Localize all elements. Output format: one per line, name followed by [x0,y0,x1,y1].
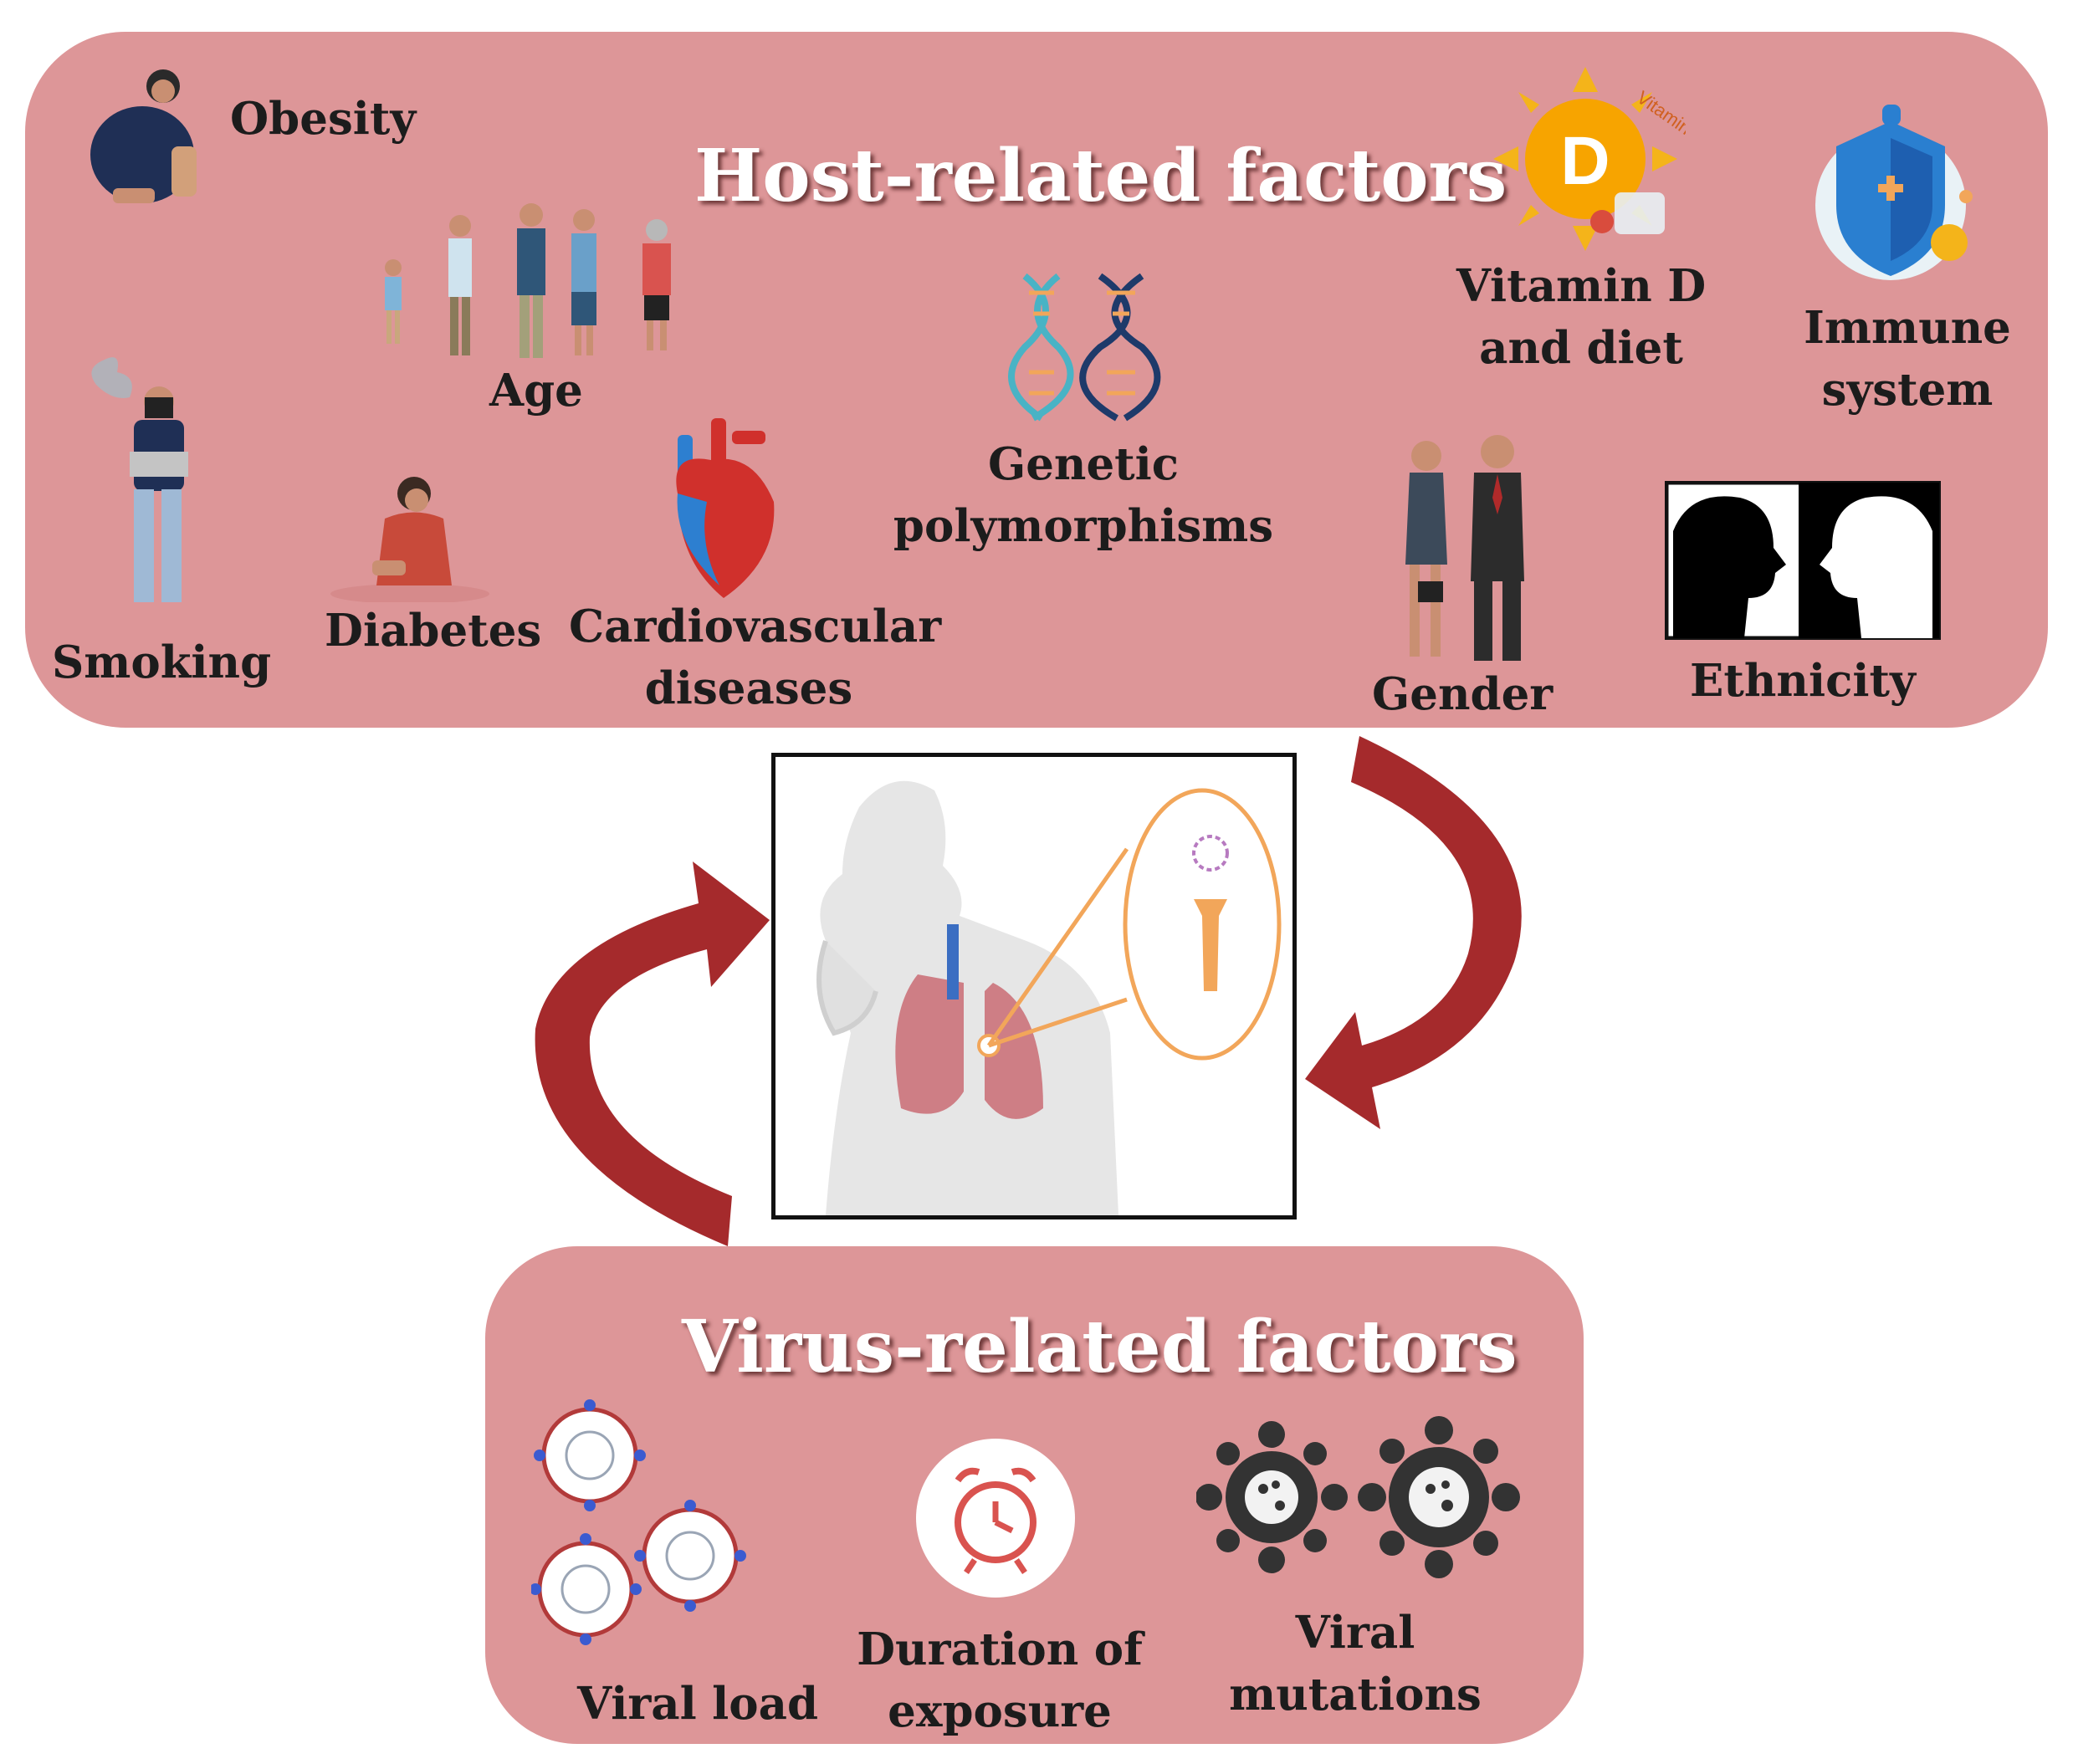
alarm-clock-icon [916,1439,1075,1598]
host-factors-title: Host-related factors [694,134,1507,218]
vitamin-d-label: Vitamin D and diet [1422,255,1740,379]
vitamin-line2: and diet [1479,322,1683,374]
obese-person-icon [90,69,197,203]
duration-line1: Duration of [857,1623,1143,1675]
immune-shield-icon [1815,105,1973,280]
viral-mutations-label: Viral mutations [1205,1602,1506,1726]
obesity-label: Obesity [230,93,417,145]
smoking-label: Smoking [52,637,272,688]
lung-infection-illustration [816,780,1282,1215]
mutations-line1: Viral [1295,1607,1415,1659]
business-couple-icon [1405,435,1524,661]
viral-load-label: Viral load [577,1678,819,1730]
ethnicity-silhouettes-icon [1665,481,1941,640]
age-label: Age [489,365,583,417]
arrow-right-curve [1305,736,1522,1129]
vitamin-line1: Vitamin D [1456,260,1707,312]
immune-line1: Immune [1804,302,2011,354]
duration-line2: exposure [888,1685,1112,1737]
vitamin-d-sun-icon: D Vitamin [1493,67,1686,251]
virus-mutation-icon [1196,1416,1520,1578]
genetic-line1: Genetic [987,438,1180,490]
dna-icon [1008,273,1161,422]
gender-label: Gender [1372,668,1553,720]
immune-system-label: Immune system [1782,297,2033,421]
diabetes-label: Diabetes [325,605,542,657]
virus-factors-title: Virus-related factors [682,1305,1518,1389]
cardiovascular-line1: Cardiovascular [569,601,942,652]
arrow-left-curve [535,862,770,1246]
smoking-person-icon [91,357,188,602]
ethnicity-label: Ethnicity [1690,655,1916,707]
mutations-line2: mutations [1229,1669,1482,1721]
infection-illustration-box [771,753,1297,1219]
genetic-polymorphisms-label: Genetic polymorphisms [891,433,1276,557]
cardiovascular-line2: diseases [644,662,853,714]
virus-cluster-icon [531,1399,746,1645]
family-age-icon [385,203,671,358]
vitamin-d-badge: D [1560,123,1610,199]
cardiovascular-label: Cardiovascular diseases [569,596,942,719]
diabetes-person-icon [330,477,489,602]
heart-icon [676,418,775,598]
immune-line2: system [1821,364,1994,416]
genetic-line2: polymorphisms [893,500,1274,552]
duration-exposure-label: Duration of exposure [849,1618,1150,1742]
